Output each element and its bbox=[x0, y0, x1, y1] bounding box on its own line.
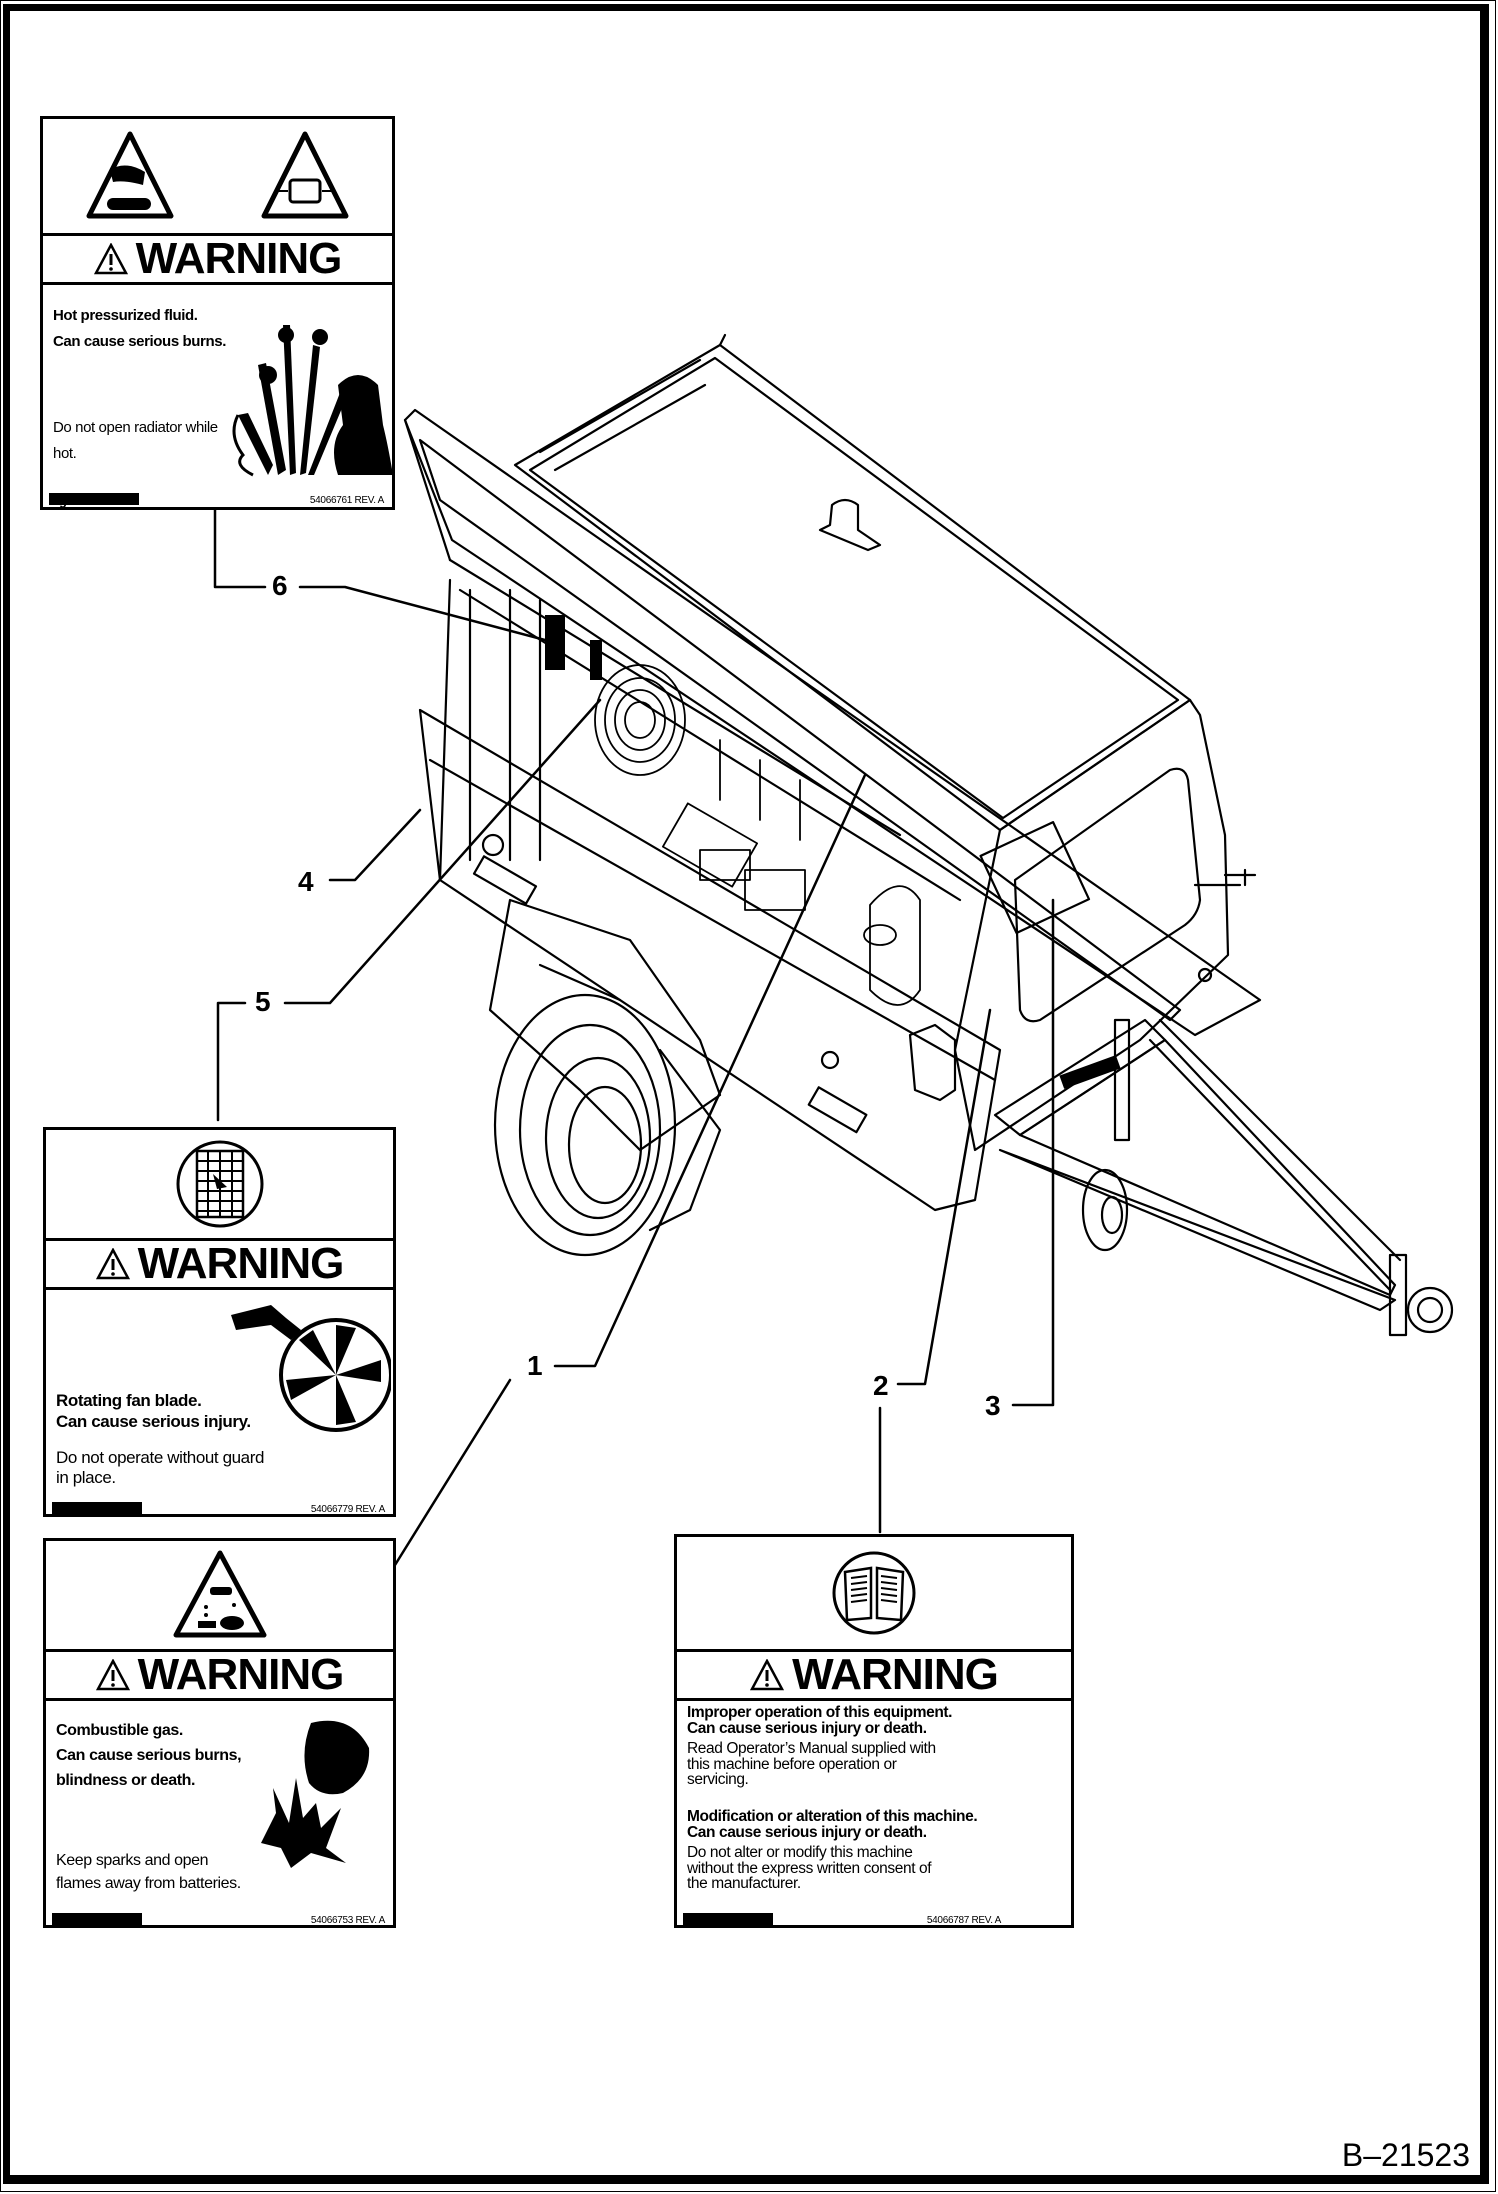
open-hood bbox=[403, 408, 1262, 1037]
instruction-text: Keep sparks and open flames away from ba… bbox=[56, 1852, 241, 1893]
hazard-text-2: Modification or alteration of this machi… bbox=[687, 1808, 978, 1841]
part-number: 54066761 REV. A bbox=[309, 495, 384, 506]
decal-icon-row bbox=[43, 119, 392, 236]
part-number: 54066779 REV. A bbox=[310, 1504, 385, 1515]
warning-triangle-icon bbox=[95, 1659, 130, 1691]
decal-icon-row bbox=[677, 1537, 1071, 1652]
decal-icon-row bbox=[46, 1130, 393, 1241]
fan-blade-hand-icon bbox=[231, 1305, 391, 1432]
hazard-text: Rotating fan blade. Can cause serious in… bbox=[56, 1391, 251, 1432]
enclosure-side bbox=[418, 578, 1002, 1212]
read-manual-book-icon bbox=[832, 1551, 916, 1635]
decal-icon-row bbox=[46, 1541, 393, 1652]
decal-read-operators-manual: WARNING Improper operation of this equip… bbox=[674, 1534, 1074, 1928]
warning-triangle-icon bbox=[750, 1659, 785, 1691]
decal-body: Hot pressurized fluid. Can cause serious… bbox=[43, 285, 393, 511]
enclosure-top bbox=[513, 333, 1192, 832]
instruction-text: Do not operate without guard in place. bbox=[56, 1448, 265, 1488]
hazard-text: Hot pressurized fluid. Can cause serious… bbox=[53, 307, 226, 350]
decal-heading: WARNING bbox=[43, 236, 392, 285]
warning-heading-text: WARNING bbox=[792, 1650, 999, 1699]
part-number: 54066787 REV. A bbox=[926, 1915, 1001, 1926]
hazard-text: Combustible gas. Can cause serious burns… bbox=[56, 1722, 242, 1789]
page-frame bbox=[3, 4, 1489, 2184]
decal-body: Combustible gas. Can cause serious burns… bbox=[46, 1701, 393, 1931]
warning-heading-text: WARNING bbox=[135, 234, 343, 283]
figure-id: B–21523 bbox=[1341, 2137, 1470, 2173]
decal-body: Rotating fan blade. Can cause serious in… bbox=[46, 1290, 393, 1520]
enclosure-rear-end bbox=[953, 698, 1257, 1152]
warning-triangle-icon bbox=[95, 1248, 130, 1280]
warning-triangle-icon bbox=[93, 243, 128, 275]
hot-fluid-burn-hand-icon bbox=[86, 131, 174, 219]
ingersoll-rand-logo: Ingersoll-Rand bbox=[49, 493, 139, 508]
fan-guard-icon bbox=[176, 1140, 263, 1228]
callout-2: 2 bbox=[873, 1370, 889, 1401]
warning-heading-text: WARNING bbox=[137, 1239, 345, 1288]
fluid-spray-burn-icon bbox=[232, 325, 393, 477]
engine-internals bbox=[594, 664, 921, 1006]
decal-rotating-fan-blade: WARNING Rotating fan blade. Can cause se… bbox=[43, 1127, 396, 1517]
pressure-container-icon bbox=[261, 131, 349, 219]
leader-lines bbox=[213, 508, 1055, 1567]
ingersoll-rand-logo: Ingersoll-Rand bbox=[52, 1913, 142, 1928]
battery-explosion-icon bbox=[261, 1720, 370, 1868]
decal-combustible-gas-batteries: WARNING Combustible gas. Can cause serio… bbox=[43, 1538, 396, 1928]
warning-heading-text: WARNING bbox=[137, 1650, 345, 1699]
instruction-text: Read Operator’s Manual supplied with thi… bbox=[687, 1740, 936, 1788]
callout-6: 6 bbox=[272, 570, 288, 601]
decal-hot-pressurized-fluid: WARNING Hot pressurized fluid. Can cause… bbox=[40, 116, 395, 510]
hazard-text: Improper operation of this equipment. Ca… bbox=[687, 1704, 953, 1737]
callout-1: 1 bbox=[527, 1350, 543, 1381]
decal-body: Improper operation of this equipment. Ca… bbox=[677, 1701, 1071, 1931]
callout-5: 5 bbox=[255, 986, 271, 1017]
decal-heading: WARNING bbox=[46, 1652, 393, 1701]
corrosive-battery-acid-icon bbox=[173, 1550, 266, 1638]
callout-3: 3 bbox=[985, 1390, 1001, 1421]
instruction-text-2: Do not alter or modify this machine with… bbox=[687, 1844, 932, 1892]
callout-4: 4 bbox=[298, 866, 314, 897]
instruction-text: Do not open radiator while hot. bbox=[53, 419, 218, 462]
ingersoll-rand-logo: Ingersoll-Rand bbox=[52, 1502, 142, 1517]
wheel-and-fender bbox=[488, 898, 722, 1257]
decal-heading: WARNING bbox=[46, 1241, 393, 1290]
trailer-tongue bbox=[993, 1018, 1454, 1337]
part-number: 54066753 REV. A bbox=[310, 1915, 385, 1926]
ingersoll-rand-logo: Ingersoll-Rand bbox=[683, 1913, 773, 1928]
decal-heading: WARNING bbox=[677, 1652, 1071, 1701]
